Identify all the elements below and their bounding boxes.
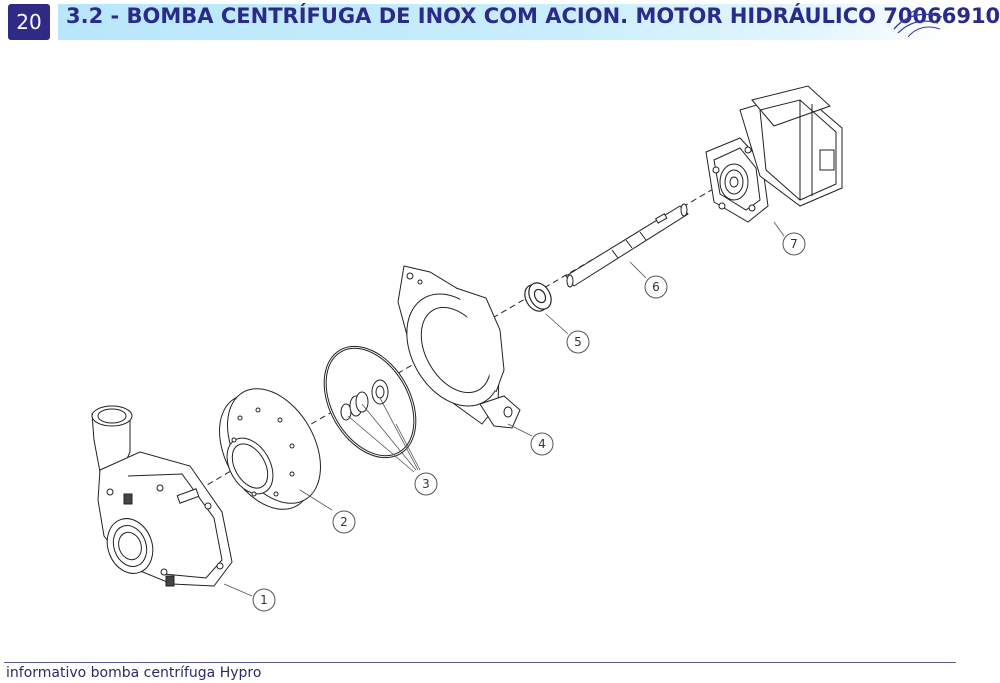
callout-6: 6 [644, 275, 668, 299]
bracket-part [397, 265, 521, 429]
callout-1: 1 [252, 588, 276, 612]
footer-text: informativo bomba centrífuga Hypro [6, 665, 262, 681]
callout-5: 5 [566, 330, 590, 354]
callout-2: 2 [332, 510, 356, 534]
hydraulic-motor-part [705, 85, 843, 223]
seal-kit-part [323, 345, 417, 459]
title-band: 3.2 - BOMBA CENTRÍFUGA DE INOX COM ACION… [58, 4, 1000, 40]
callout-4-label: 4 [538, 437, 546, 451]
page-number: 20 [8, 4, 50, 40]
brand-logo-icon [893, 8, 943, 38]
exploded-view-drawing: 7 6 5 4 3 2 1 [91, 85, 843, 612]
callout-3-label: 3 [422, 477, 430, 491]
page-header: 20 3.2 - BOMBA CENTRÍFUGA DE INOX COM AC… [0, 0, 1000, 44]
bearing-part [524, 282, 552, 312]
callout-2-label: 2 [340, 515, 348, 529]
footer-divider [4, 662, 956, 663]
callout-6-label: 6 [652, 280, 660, 294]
pump-housing-part [91, 405, 233, 587]
leader-lines [223, 221, 785, 597]
callout-4: 4 [530, 432, 554, 456]
callout-7: 7 [782, 232, 806, 256]
page-title: 3.2 - BOMBA CENTRÍFUGA DE INOX COM ACION… [66, 4, 1000, 28]
callout-5-label: 5 [574, 335, 582, 349]
callout-7-label: 7 [790, 237, 798, 251]
callout-1-label: 1 [260, 593, 268, 607]
shaft-part [565, 203, 689, 288]
impeller-part [219, 388, 321, 510]
callout-3: 3 [414, 472, 438, 496]
